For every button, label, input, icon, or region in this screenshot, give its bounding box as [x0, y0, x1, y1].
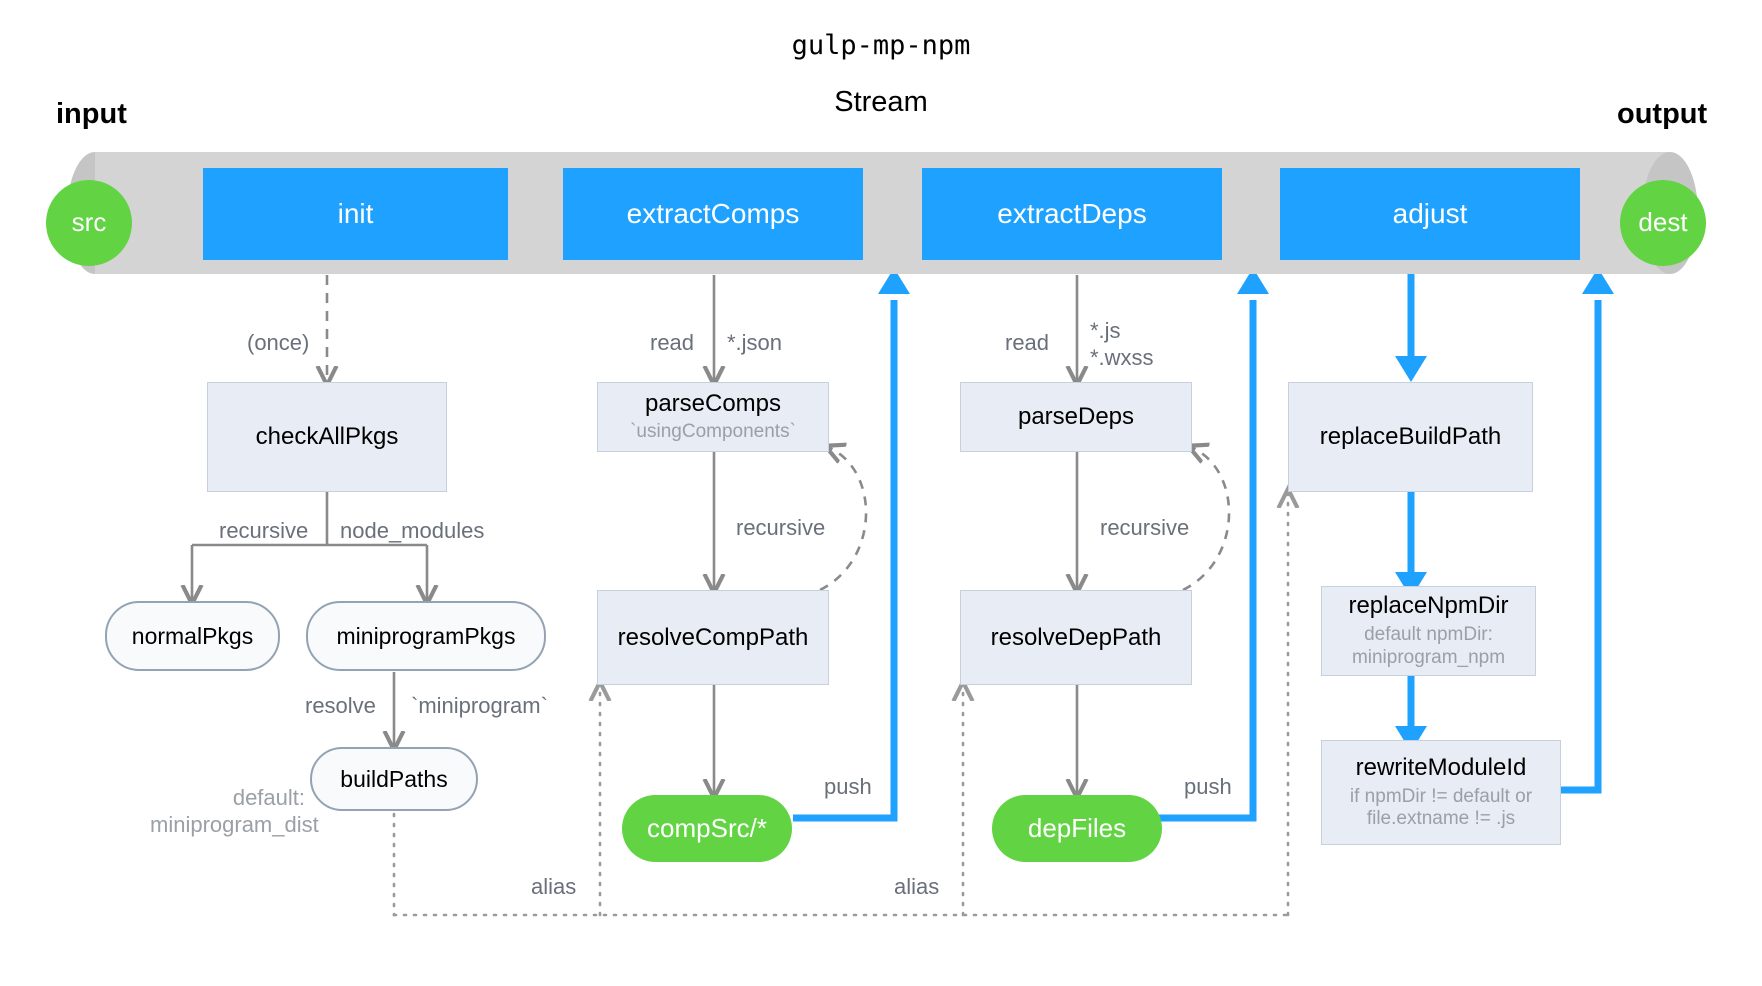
process-title: checkAllPkgs [255, 423, 399, 451]
endpoint-dest[interactable]: dest [1620, 180, 1706, 266]
process-subtitle: default npmDir: miniprogram_npm [1351, 624, 1506, 668]
label-recursive-comps: recursive [736, 515, 826, 540]
input-label: input [56, 98, 127, 130]
label-miniprogram-key: `miniprogram` [411, 693, 548, 718]
process-resolveDepPath: resolveDepPath [960, 590, 1192, 685]
process-subtitle: `usingComponents` [630, 421, 796, 443]
label-node-modules: node_modules [340, 518, 485, 543]
process-title: parseComps [644, 389, 782, 417]
process-title: rewriteModuleId [1355, 753, 1527, 781]
endpoint-src[interactable]: src [46, 180, 132, 266]
process-title: resolveCompPath [617, 623, 809, 651]
label-once: (once) [247, 330, 310, 355]
process-title: replaceBuildPath [1319, 423, 1502, 451]
label-resolve: resolve [305, 693, 376, 718]
process-subtitle: if npmDir != default or file.extname != … [1349, 785, 1533, 830]
process-parseDeps: parseDeps [960, 382, 1192, 452]
stream-title: Stream [834, 86, 928, 118]
label-glob-json: *.json [727, 330, 783, 355]
process-parseComps: parseComps `usingComponents` [597, 382, 829, 452]
stage-extractDeps[interactable]: extractDeps [922, 168, 1222, 260]
label-recursive-deps: recursive [1100, 515, 1190, 540]
diagram-title: gulp-mp-npm [791, 30, 971, 61]
stage-adjust[interactable]: adjust [1280, 168, 1580, 260]
node-depFiles: depFiles [992, 795, 1162, 862]
label-buildPaths-default: default: miniprogram_dist [150, 785, 319, 837]
label-recursive-init: recursive [219, 518, 309, 543]
stage-extractComps[interactable]: extractComps [563, 168, 863, 260]
process-title: resolveDepPath [990, 623, 1162, 651]
process-checkAllPkgs: checkAllPkgs [207, 382, 447, 492]
label-push-comps: push [824, 774, 872, 799]
node-miniprogramPkgs: miniprogramPkgs [306, 601, 546, 671]
label-read-comps: read [650, 330, 695, 355]
process-rewriteModuleId: rewriteModuleId if npmDir != default or … [1321, 740, 1561, 845]
label-glob-js-wxss: *.js *.wxss [1090, 318, 1154, 370]
process-title: replaceNpmDir [1348, 592, 1509, 620]
process-title: parseDeps [1017, 403, 1135, 431]
node-buildPaths: buildPaths [310, 747, 478, 811]
process-replaceNpmDir: replaceNpmDir default npmDir: miniprogra… [1321, 586, 1536, 676]
label-alias-deps: alias [894, 874, 940, 899]
stage-init[interactable]: init [203, 168, 508, 260]
node-normalPkgs: normalPkgs [105, 601, 280, 671]
label-read-deps: read [1005, 330, 1050, 355]
node-compSrc: compSrc/* [622, 795, 792, 862]
label-push-deps: push [1184, 774, 1232, 799]
label-alias-comps: alias [531, 874, 577, 899]
process-replaceBuildPath: replaceBuildPath [1288, 382, 1533, 492]
process-resolveCompPath: resolveCompPath [597, 590, 829, 685]
output-label: output [1617, 98, 1708, 130]
